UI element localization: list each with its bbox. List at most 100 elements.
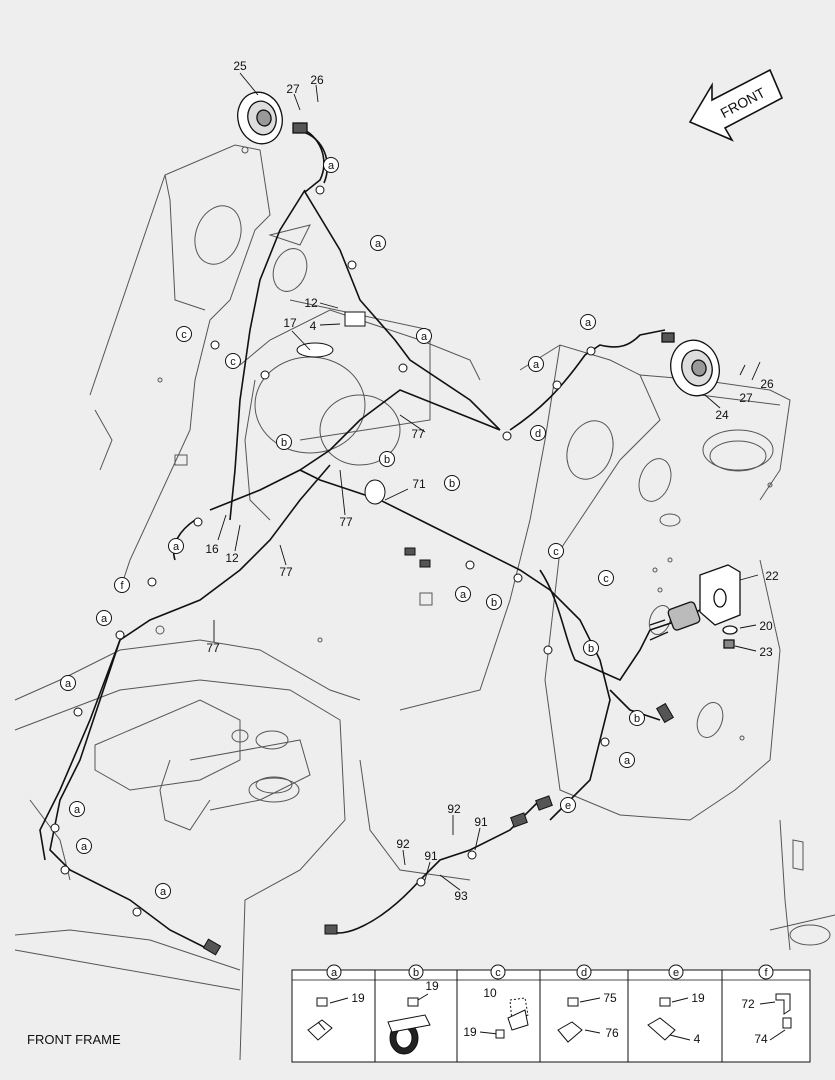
callout-4: 4 [310,319,317,333]
legend-c-part: 10 [483,986,497,1000]
marker-c: c [225,353,241,369]
svg-text:b: b [281,437,287,449]
svg-text:a: a [74,804,81,816]
svg-text:a: a [160,886,167,898]
legend-cell-c: c 10 19 [463,964,529,1039]
horn-top-icon [237,91,308,145]
marker-c: c [548,543,564,559]
bracket-connector-icon [649,564,741,649]
marker-a: a [619,752,635,768]
front-direction-arrow: FRONT [688,68,784,142]
marker-c: c [176,326,192,342]
part-callouts: 25 26 27 12 4 17 77 71 77 16 12 77 77 24… [205,59,779,903]
marker-a: a [580,314,596,330]
marker-c: c [598,570,614,586]
svg-text:a: a [533,359,540,371]
svg-text:f: f [764,967,768,979]
horn-right-icon [661,332,720,397]
legend-e-part: 4 [694,1032,701,1046]
callout-17: 17 [283,316,297,330]
svg-text:a: a [331,967,338,979]
callout-27: 27 [739,391,753,405]
callout-77: 77 [279,565,293,579]
svg-text:b: b [634,713,640,725]
legend-cell-f: f 72 74 [741,964,792,1046]
marker-b: b [629,710,645,726]
marker-a: a [96,610,112,626]
callout-91: 91 [474,815,488,829]
svg-text:a: a [101,613,108,625]
connector-icons [202,311,675,956]
callout-25: 25 [233,59,247,73]
legend-f-part: 74 [754,1032,768,1046]
clamp-icons [50,185,610,917]
svg-text:c: c [495,967,501,979]
callout-77: 77 [339,515,353,529]
marker-e: e [560,797,576,813]
callout-12: 12 [225,551,239,565]
svg-text:b: b [384,454,390,466]
svg-text:b: b [491,597,497,609]
callout-92: 92 [447,802,461,816]
callout-23: 23 [759,645,773,659]
marker-d: d [530,425,546,441]
callout-26: 26 [760,377,774,391]
svg-text:c: c [603,573,609,585]
svg-text:a: a [624,755,631,767]
svg-text:c: c [230,356,236,368]
callout-22: 22 [765,569,779,583]
marker-a: a [60,675,76,691]
letter-markers: a a c c a a a d b b b a f a a c c a b b … [60,157,645,899]
callout-16: 16 [205,542,219,556]
svg-text:a: a [375,238,382,250]
callout-92: 92 [396,837,410,851]
marker-b: b [276,434,292,450]
svg-text:d: d [535,428,541,440]
marker-a: a [155,883,171,899]
front-frame-outline [14,144,835,1061]
svg-text:a: a [460,589,467,601]
svg-text:e: e [565,800,571,812]
svg-text:a: a [328,160,335,172]
callout-24: 24 [715,408,729,422]
svg-text:a: a [173,541,180,553]
svg-text:f: f [120,580,124,592]
callout-91: 91 [424,849,438,863]
leader-lines [213,72,761,891]
marker-b: b [486,594,502,610]
svg-text:c: c [181,329,187,341]
marker-b: b [583,640,599,656]
legend-a-part: 19 [351,991,365,1005]
legend-f-part: 72 [741,997,755,1011]
svg-text:b: b [588,643,594,655]
callout-77: 77 [206,641,220,655]
marker-a: a [76,838,92,854]
svg-text:b: b [413,967,419,979]
svg-text:a: a [585,317,592,329]
marker-a: a [455,586,471,602]
legend-d-part: 76 [605,1026,619,1040]
legend-cell-d: d 75 76 [557,964,619,1043]
page-title: FRONT FRAME [27,1032,121,1047]
svg-text:e: e [673,967,679,979]
legend-cell-b: b 19 [387,964,439,1055]
marker-a: a [69,801,85,817]
marker-a: a [416,328,432,344]
legend-cell-a: a 19 [307,964,365,1041]
wire-harness [39,127,701,951]
svg-text:b: b [449,478,455,490]
callout-77: 77 [411,427,425,441]
callout-12: 12 [304,296,318,310]
marker-b: b [379,451,395,467]
marker-f: f [114,577,130,593]
svg-text:c: c [553,546,559,558]
svg-text:a: a [81,841,88,853]
marker-a: a [323,157,339,173]
legend-table: a 19 b 19 c 10 19 [291,964,811,1063]
callout-93: 93 [454,889,468,903]
svg-text:a: a [65,678,72,690]
callout-20: 20 [759,619,773,633]
callout-27: 27 [286,82,300,96]
legend-b-part: 19 [425,979,439,993]
